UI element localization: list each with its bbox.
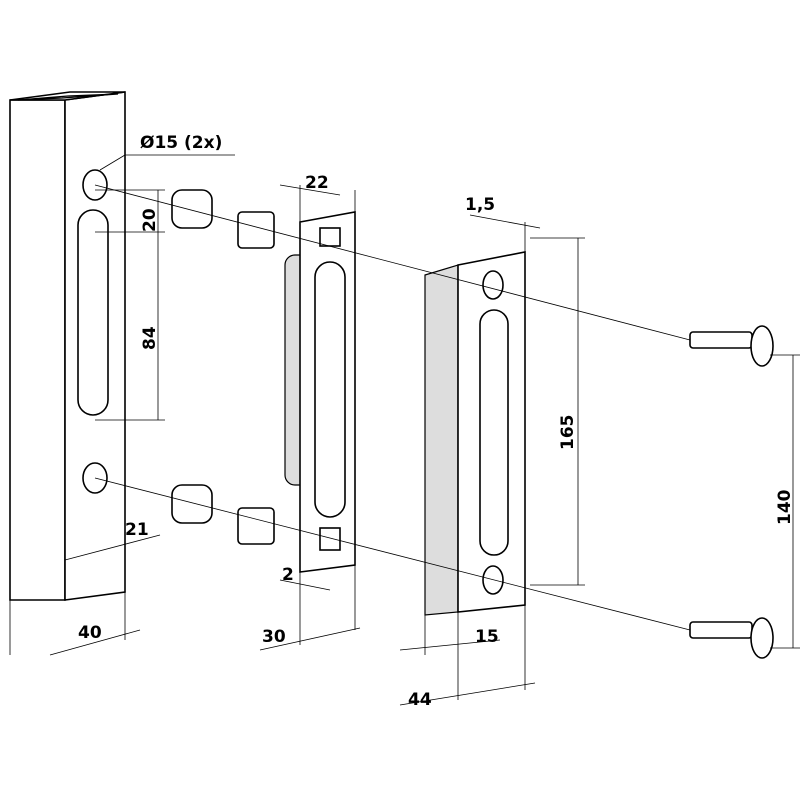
label-screw-spacing: 140 — [775, 489, 795, 525]
label-plate-thickness: 1,5 — [465, 195, 495, 215]
label-plate-inner: 15 — [475, 627, 499, 647]
label-strike-thickness: 2 — [282, 565, 294, 585]
label-plate-height: 165 — [558, 415, 578, 451]
label-slot-length: 84 — [140, 326, 160, 350]
label-post-width: 40 — [78, 623, 102, 643]
label-hole-to-slot: 20 — [140, 208, 160, 232]
label-plate-depth: 44 — [408, 690, 432, 710]
label-hole-diameter: Ø15 (2x) — [140, 133, 222, 153]
square-post — [9, 91, 126, 601]
label-strike-depth: 30 — [262, 627, 286, 647]
screws — [689, 325, 774, 659]
strike-plate — [284, 211, 356, 573]
label-post-offset: 21 — [125, 520, 149, 540]
plastic-inserts — [171, 189, 275, 545]
angle-keeper-plate — [424, 251, 526, 616]
label-strike-width: 22 — [305, 173, 329, 193]
dimension-lines — [9, 154, 800, 706]
